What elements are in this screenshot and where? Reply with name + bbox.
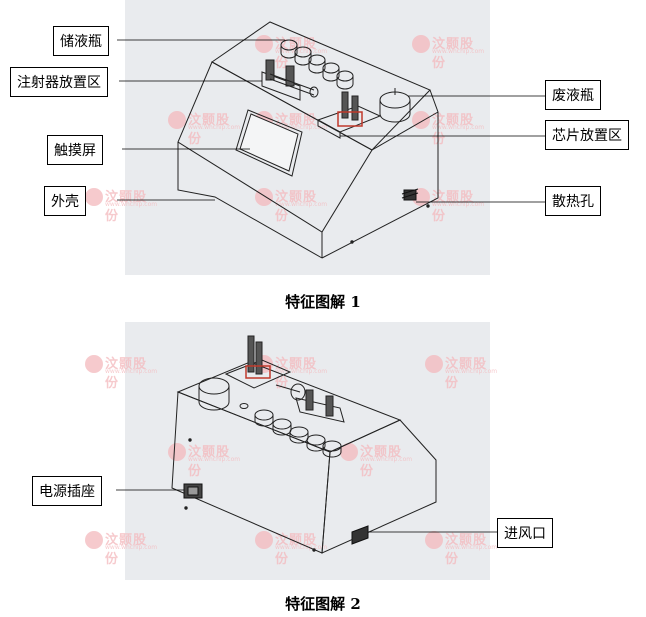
rear-right-panel [321,419,437,554]
watermark-seal-icon [340,443,358,461]
watermark-subtext: www.whchip.com [105,368,158,375]
watermark-logo: 汶颢股份 www.whchip.com [168,108,242,147]
watermark-subtext: www.whchip.com [432,201,485,208]
watermark-text: 汶颢股份 [445,357,488,391]
watermark-seal-icon [425,355,443,373]
watermark-seal-icon [425,531,443,549]
watermark-subtext: www.whchip.com [275,48,328,55]
label-touch-screen: 触摸屏 [47,135,103,165]
rear-waste-bottle [198,377,230,411]
label-reservoir-bottle: 储液瓶 [53,26,109,56]
watermark-text: 汶颢股份 [188,113,231,147]
watermark-subtext: www.whchip.com [445,368,498,375]
watermark-seal-icon [168,111,186,129]
watermark-logo: 汶颢股份 www.whchip.com [255,185,329,224]
watermark-text: 汶颢股份 [105,357,148,391]
label-heat-vent: 散热孔 [545,186,601,216]
air-inlet-drawing [351,525,369,545]
device-right-edge [371,111,439,151]
figure2-caption: 特征图解 2 [285,595,361,613]
watermark-logo: 汶颢股份 www.whchip.com [255,32,329,71]
watermark-subtext: www.whchip.com [275,124,328,131]
watermark-subtext: www.whchip.com [275,201,328,208]
watermark-subtext: www.whchip.com [105,201,158,208]
watermark-subtext: www.whchip.com [432,124,485,131]
device-right-side [321,89,439,259]
rear-left-face [171,391,331,554]
device-top-face [211,21,431,151]
watermark-text: 汶颢股份 [445,533,488,567]
watermark-seal-icon [412,35,430,53]
watermark-seal-icon [255,531,273,549]
watermark-logo: 汶颢股份 www.whchip.com [85,352,159,391]
watermark-text: 汶颢股份 [275,190,318,224]
watermark-subtext: www.whchip.com [105,544,158,551]
touch-screen-frame [235,109,303,177]
power-socket-drawing [183,483,203,499]
watermark-logo: 汶颢股份 www.whchip.com [425,528,499,567]
figure1-leader-lines [117,39,545,203]
rear-top-face [176,361,402,453]
touch-screen-glass [239,113,299,172]
chip-holder [316,91,382,139]
label-air-inlet: 进风口 [497,518,553,548]
watermark-logo: 汶颢股份 www.whchip.com [340,440,414,479]
label-power-socket: 电源插座 [32,476,102,506]
watermark-subtext: www.whchip.com [275,544,328,551]
label-waste-bottle: 废液瓶 [545,80,601,110]
watermark-text: 汶颢股份 [105,190,148,224]
watermark-subtext: www.whchip.com [432,48,485,55]
watermark-logo: 汶颢股份 www.whchip.com [412,185,486,224]
figure2-leader-lines [116,489,497,533]
watermark-seal-icon [255,35,273,53]
watermark-logo: 汶颢股份 www.whchip.com [85,528,159,567]
watermark-seal-icon [85,188,103,206]
device-front-view [177,21,439,259]
rear-syringe-holder [275,383,345,423]
watermark-logo: 汶颢股份 www.whchip.com [168,440,242,479]
watermark-text: 汶颢股份 [188,445,231,479]
watermark-subtext: www.whchip.com [188,456,241,463]
watermark-subtext: www.whchip.com [360,456,413,463]
watermark-logo: 汶颢股份 www.whchip.com [412,32,486,71]
watermark-logo: 汶颢股份 www.whchip.com [425,352,499,391]
heat-vent [401,188,419,201]
watermark-subtext: www.whchip.com [188,124,241,131]
watermark-seal-icon [85,531,103,549]
waste-bottle [379,88,411,123]
watermark-text: 汶颢股份 [432,190,475,224]
device-left-skirt [177,142,323,259]
watermark-logo: 汶颢股份 www.whchip.com [85,185,159,224]
reservoir-bottle [280,39,298,51]
device-rear-view [171,335,437,554]
watermark-seal-icon [168,443,186,461]
label-syringe-area: 注射器放置区 [10,67,108,97]
watermark-seal-icon [85,355,103,373]
watermark-text: 汶颢股份 [432,37,475,71]
figure1-caption: 特征图解 1 [285,293,361,311]
watermark-logo: 汶颢股份 www.whchip.com [255,352,329,391]
watermark-text: 汶颢股份 [360,445,403,479]
label-chip-area: 芯片放置区 [545,120,629,150]
watermark-subtext: www.whchip.com [445,544,498,551]
watermark-text: 汶颢股份 [105,533,148,567]
rear-chip-holder [224,335,292,389]
watermark-subtext: www.whchip.com [275,368,328,375]
label-shell: 外壳 [44,186,86,216]
